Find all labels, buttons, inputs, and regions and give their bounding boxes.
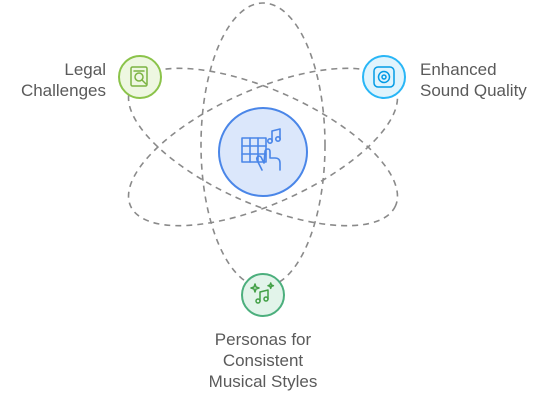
speaker-icon [373, 66, 395, 88]
label-line: Musical Styles [208, 372, 318, 391]
legal-challenges-label: Legal Challenges [21, 59, 106, 101]
sparkle-music-note-icon [250, 282, 275, 304]
label-line: Personas for [214, 330, 312, 349]
center-node [218, 107, 308, 197]
label-line: Challenges [20, 81, 106, 100]
node-enhanced-sound-quality [362, 55, 406, 99]
enhanced-sound-quality-label: Enhanced Sound Quality [420, 59, 527, 101]
node-legal-challenges [118, 55, 162, 99]
music-grid-hand-icon [241, 128, 281, 171]
node-personas-musical-styles [241, 273, 285, 317]
label-line: Consistent [222, 351, 304, 370]
legal-document-search-icon [130, 66, 148, 87]
personas-label: Personas for Consistent Musical Styles [178, 329, 348, 392]
label-line: Legal [64, 60, 106, 79]
label-line: Sound Quality [420, 81, 527, 100]
label-line: Enhanced [420, 60, 497, 79]
